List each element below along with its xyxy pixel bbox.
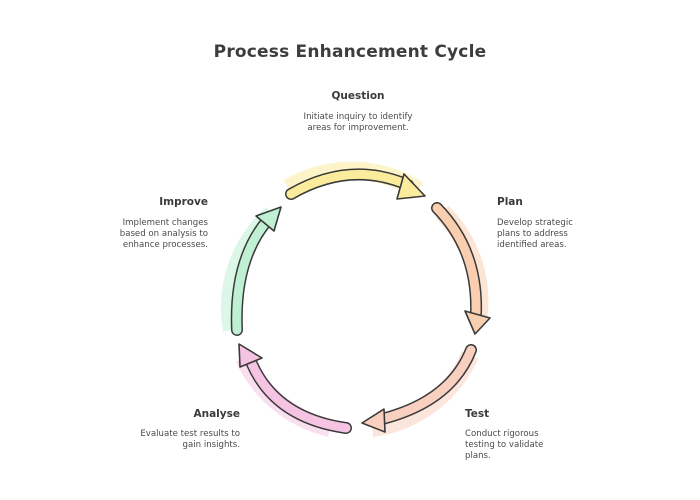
stage-question-description: Initiate inquiry to identify areas for i… [303,112,413,133]
stage-plan-title: Plan [497,196,523,208]
analyse-arrow [238,343,352,434]
stage-improve-title: Improve [159,196,208,208]
stage-plan-description: Develop strategic plans to address ident… [497,218,573,250]
improve-arrow [230,206,282,336]
question-arrow [285,168,426,200]
test-arrow [361,344,477,433]
plan-arrow [431,202,491,335]
stage-question-title: Question [331,90,385,102]
stage-analyse-description: Evaluate test results to gain insights. [140,429,240,450]
stage-improve-description: Implement changes based on analysis to e… [119,218,208,250]
stage-test-description: Conduct rigorous testing to validate pla… [465,429,544,461]
stage-test-title: Test [465,408,490,420]
diagram-title: Process Enhancement Cycle [213,42,487,62]
stage-analyse-title: Analyse [193,408,240,420]
